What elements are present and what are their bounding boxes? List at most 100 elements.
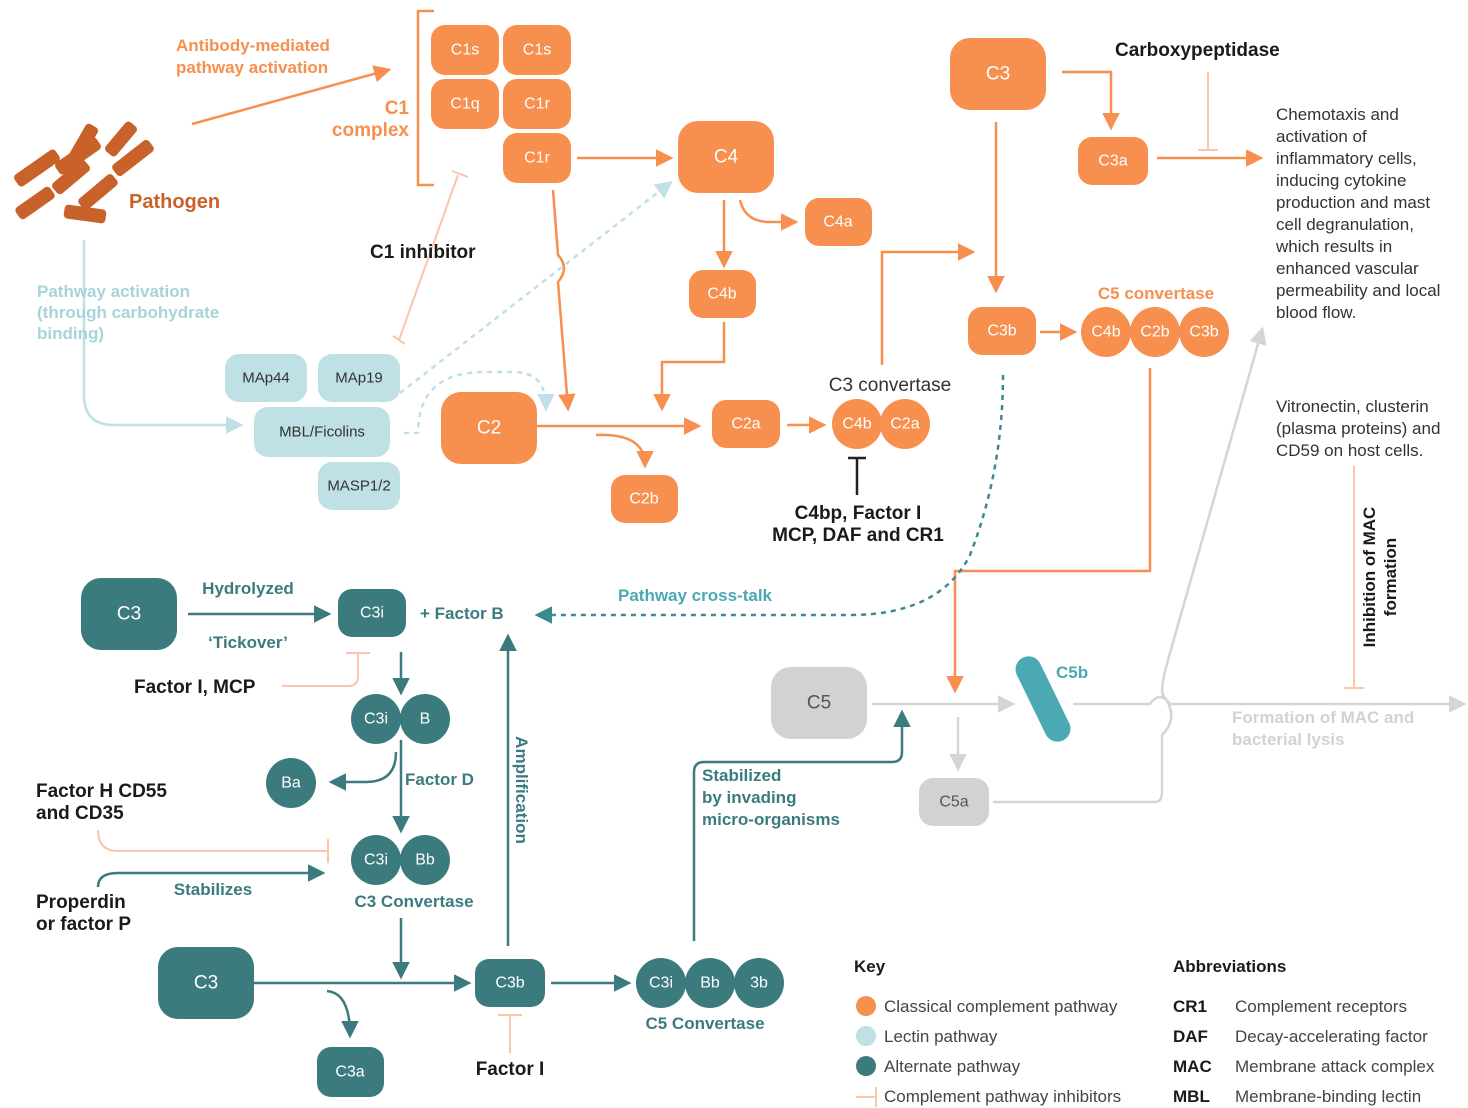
c3i-node: C3i — [338, 589, 406, 637]
c1-complex-bracket — [416, 9, 434, 187]
svg-text:MBL/Ficolins: MBL/Ficolins — [279, 424, 365, 441]
amplification-label: Amplification — [512, 736, 531, 844]
svg-text:C3: C3 — [117, 604, 141, 625]
svg-text:C3a: C3a — [335, 1064, 364, 1081]
factor-h-label-2: and CD35 — [36, 803, 124, 824]
svg-text:inducing cytokine: inducing cytokine — [1276, 171, 1406, 190]
key-inhibitor-swatch — [856, 1087, 877, 1107]
key-classical-label: Classical complement pathway — [884, 997, 1118, 1016]
svg-text:C1s: C1s — [451, 42, 479, 59]
tickover-label: ‘Tickover’ — [208, 633, 288, 652]
mac-formation-arrow — [1073, 695, 1467, 713]
svg-text:3b: 3b — [750, 975, 768, 992]
c1-complex-label-2: complex — [332, 120, 410, 141]
masp-node: MASP1/2 — [318, 462, 400, 510]
c5-convertase-title: C5 convertase — [1098, 284, 1214, 303]
svg-text:C4b: C4b — [1091, 324, 1120, 341]
svg-text:C2b: C2b — [1140, 324, 1169, 341]
chemotaxis-text: Chemotaxis and activation of inflammator… — [1275, 105, 1440, 322]
c4bp-label-2: MCP, DAF and CR1 — [772, 525, 944, 546]
connectors — [82, 9, 1467, 1053]
abbr-daf-text: Decay-accelerating factor — [1235, 1027, 1428, 1046]
key-classical-swatch — [856, 996, 876, 1016]
c2-node: C2 — [441, 392, 537, 464]
abbr-cr1-text: Complement receptors — [1235, 997, 1407, 1016]
properdin-label-2: or factor P — [36, 914, 131, 935]
c3i-bb-complex: C3i Bb — [351, 835, 450, 885]
svg-text:cell degranulation,: cell degranulation, — [1276, 215, 1414, 234]
properdin-label: Properdin — [36, 892, 126, 913]
abbr-daf: DAF — [1173, 1027, 1208, 1046]
svg-text:Bb: Bb — [415, 852, 435, 869]
lectin-activation-label-2: (through carbohydrate — [37, 303, 219, 322]
factor-d-label: Factor D — [405, 770, 474, 789]
plus-factor-b-label: + Factor B — [420, 604, 504, 623]
c5b-shape — [1015, 656, 1071, 742]
svg-text:C4b: C4b — [842, 416, 871, 433]
abbr-mac-text: Membrane attack complex — [1235, 1057, 1435, 1076]
svg-text:C2b: C2b — [629, 491, 658, 508]
key-alternate-label: Alternate pathway — [884, 1057, 1021, 1076]
svg-text:C4: C4 — [714, 147, 739, 168]
factor-i-label: Factor I — [476, 1059, 545, 1080]
svg-text:C5: C5 — [807, 693, 831, 714]
c4b-node: C4b — [689, 270, 756, 318]
properdin-arrow — [96, 864, 326, 888]
svg-text:which results in: which results in — [1275, 237, 1392, 256]
svg-text:CD59 on host cells.: CD59 on host cells. — [1276, 441, 1423, 460]
mac-formation-label-2: bacterial lysis — [1232, 730, 1344, 749]
svg-text:B: B — [420, 711, 431, 728]
svg-text:C3i: C3i — [364, 852, 388, 869]
lectin-activation-label: Pathway activation — [37, 282, 190, 301]
c3-convertase-complex: C4b C2a — [832, 399, 930, 449]
abbr-cr1: CR1 — [1173, 997, 1207, 1016]
hydrolyzed-label: Hydrolyzed — [202, 579, 294, 598]
svg-text:blood flow.: blood flow. — [1276, 303, 1356, 322]
vitronectin-text: Vitronectin, clusterin (plasma proteins)… — [1276, 397, 1440, 460]
mbl-ficolins-node: MBL/Ficolins — [254, 407, 390, 457]
c1r-node-2: C1r — [503, 133, 571, 183]
lectin-to-c4-arrow — [399, 180, 673, 394]
key-legend: Key Classical complement pathway Lectin … — [854, 957, 1121, 1107]
pathogen-label: Pathogen — [129, 191, 220, 213]
svg-text:MAp19: MAp19 — [335, 370, 383, 387]
svg-text:C3: C3 — [194, 973, 218, 994]
c1-inhibitor-line — [398, 174, 459, 341]
stabilized-label: Stabilized — [702, 766, 781, 785]
factor-h-inhibition-line — [97, 829, 328, 852]
svg-text:Vitronectin, clusterin: Vitronectin, clusterin — [1276, 397, 1429, 416]
svg-text:inflammatory cells,: inflammatory cells, — [1276, 149, 1417, 168]
c3-node: C3 — [950, 38, 1046, 110]
c3a-node: C3a — [1078, 137, 1148, 185]
svg-text:activation of: activation of — [1276, 127, 1367, 146]
c4-node: C4 — [678, 121, 774, 193]
stabilized-label-3: micro-organisms — [702, 810, 840, 829]
c5conv-alt-to-c5-arrow — [692, 709, 911, 941]
lectin-to-c2-arrow — [404, 370, 555, 435]
svg-text:MASP1/2: MASP1/2 — [327, 478, 390, 495]
c5a-to-chemotaxis-arrow — [993, 326, 1267, 804]
alt-c3b-node: C3b — [475, 959, 545, 1007]
abbreviations-list: Abbreviations CR1 Complement receptors D… — [1173, 957, 1435, 1106]
c4-to-c4a-arrow — [738, 199, 799, 231]
map44-node: MAp44 — [225, 354, 307, 402]
svg-text:C5a: C5a — [939, 794, 968, 811]
lectin-activation-arrow — [82, 240, 244, 434]
alt-c3a-node: C3a — [317, 1047, 384, 1097]
abbr-mbl-text: Membrane-binding lectin — [1235, 1087, 1421, 1106]
c1-complex-label: C1 — [385, 98, 410, 119]
svg-text:C4b: C4b — [707, 286, 736, 303]
svg-text:C1r: C1r — [524, 96, 550, 113]
svg-text:formation: formation — [1381, 538, 1400, 616]
c5-convertase-alt-complex: C3i Bb 3b — [636, 958, 784, 1008]
c5-node: C5 — [771, 667, 867, 739]
inhibition-mac-label: Inhibition of MAC formation — [1360, 507, 1400, 648]
svg-text:(plasma proteins) and: (plasma proteins) and — [1276, 419, 1440, 438]
factor-i-mcp-label: Factor I, MCP — [134, 677, 256, 698]
lectin-activation-label-3: binding) — [37, 324, 104, 343]
c4bp-label: C4bp, Factor I — [795, 503, 922, 524]
key-inhibitor-label: Complement pathway inhibitors — [884, 1087, 1121, 1106]
map19-node: MAp19 — [318, 354, 400, 402]
cross-talk-arrow — [534, 374, 1005, 624]
c2-to-c2b-arrow — [595, 433, 654, 469]
